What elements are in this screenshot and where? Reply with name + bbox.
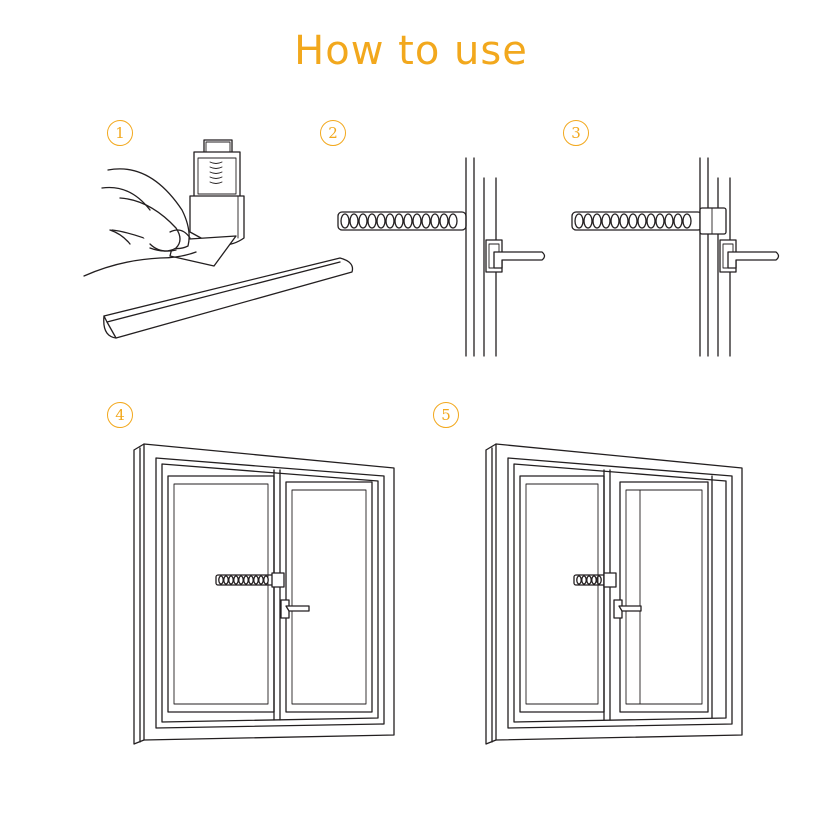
step3-illustration [571,157,780,357]
step-number-3: 3 [563,120,589,146]
step2-illustration [337,157,546,357]
lock-body [189,139,245,246]
ratchet-teeth [340,213,458,229]
window-handle [719,239,780,273]
lock-body-mounted [271,572,285,588]
step-number-2: 2 [320,120,346,146]
step5-illustration [485,443,743,745]
step-number-1: 1 [107,120,133,146]
foam-strip [103,257,354,339]
lock-body-mounted [603,572,617,588]
lock-body-mounted [699,207,727,235]
step-number-5: 5 [433,402,459,428]
page-title: How to use [294,28,528,74]
window-handle [485,239,546,273]
step4-illustration [133,443,395,745]
step1-illustration [83,139,354,339]
hand [83,168,197,277]
ratchet-teeth [574,213,692,229]
step-number-4: 4 [107,402,133,428]
ratchet-bar [337,211,467,231]
